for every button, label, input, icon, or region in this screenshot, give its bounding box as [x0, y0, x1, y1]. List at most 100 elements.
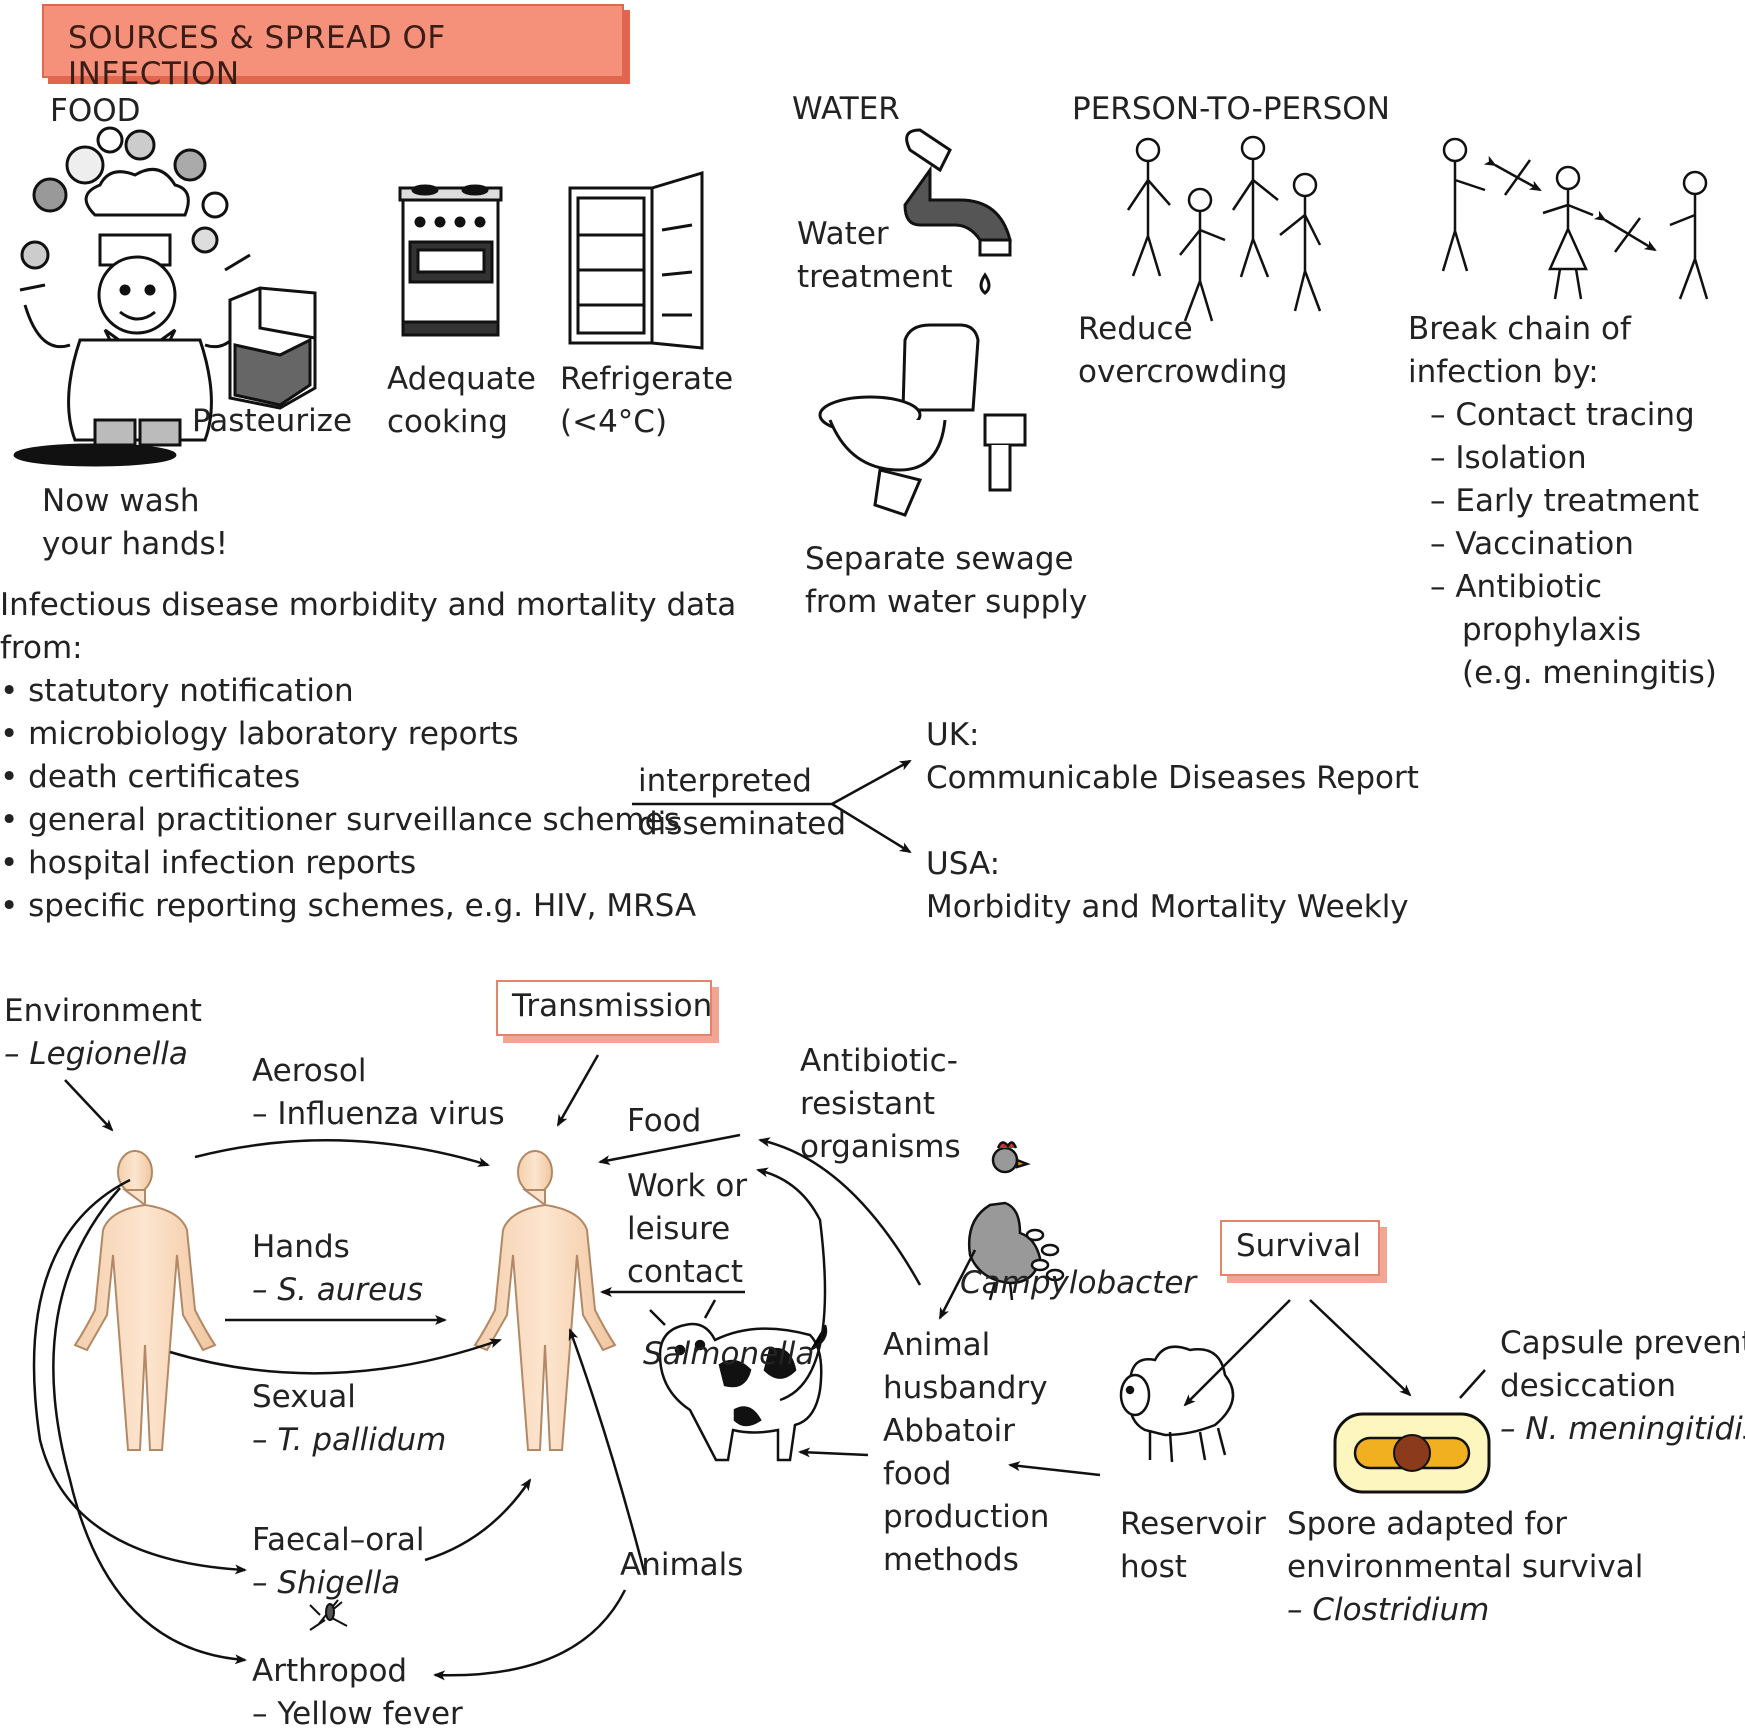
transmission-title: Transmission — [512, 988, 713, 1024]
toilet-illustration — [818, 323, 1027, 517]
data-source-item: • microbiology laboratory reports — [0, 716, 519, 752]
husbandry-label-6: methods — [883, 1542, 1019, 1578]
shigella-label: – Shigella — [252, 1565, 401, 1601]
data-source-item: • hospital infection reports — [0, 845, 417, 881]
chain-item: – Contact tracing — [1430, 397, 1695, 433]
chef-illustration — [13, 126, 252, 467]
work-label-2: leisure — [627, 1211, 731, 1247]
spore-capsule-illustration — [1333, 1412, 1491, 1494]
husbandry-label-2: husbandry — [883, 1370, 1048, 1406]
cooking-label-1: Adequate — [387, 361, 536, 397]
water-treatment-1: Water — [797, 216, 889, 252]
interpreted-label: interpreted — [638, 763, 812, 799]
chain-cont-1: prophylaxis — [1462, 612, 1642, 648]
overcrowding-label-2: overcrowding — [1078, 354, 1288, 390]
break-chain-figures — [1441, 137, 1709, 300]
capsule-pointer — [1459, 1369, 1486, 1399]
husbandry-label-1: Animal — [883, 1327, 991, 1363]
aerosol-label: Aerosol — [252, 1053, 367, 1089]
husbandry-label-4: food — [883, 1456, 952, 1492]
data-source-item: • specific reporting schemes, e.g. HIV, … — [0, 888, 697, 924]
antibiotic-label-2: resistant — [800, 1086, 936, 1122]
disseminated-label: disseminated — [638, 806, 847, 842]
header-title: SOURCES & SPREAD OF INFECTION — [68, 20, 446, 92]
chain-item: – Antibiotic — [1430, 569, 1603, 605]
sewage-label-1: Separate sewage — [805, 541, 1074, 577]
chain-item: – Isolation — [1430, 440, 1587, 476]
stove-illustration — [398, 184, 503, 337]
uk-report: Communicable Diseases Report — [926, 760, 1419, 796]
dissemination-arrows — [632, 759, 912, 854]
tpallidum-label: – T. pallidum — [252, 1422, 447, 1458]
influenza-label: – Influenza virus — [252, 1096, 505, 1132]
sheep-illustration — [1119, 1345, 1235, 1463]
usa-report: Morbidity and Mortality Weekly — [926, 889, 1409, 925]
chicken-illustration — [967, 1141, 1065, 1301]
wash-label-2: your hands! — [42, 526, 229, 562]
data-intro-2: from: — [0, 630, 83, 666]
person-heading: PERSON-TO-PERSON — [1072, 91, 1390, 127]
data-source-item: • death certificates — [0, 759, 301, 795]
capsule-label-2: desiccation — [1500, 1368, 1676, 1404]
capsule-label-1: Capsule prevents — [1500, 1325, 1745, 1361]
food-route-label: Food — [627, 1103, 702, 1139]
survival-box: Survival — [1220, 1220, 1380, 1276]
human-figure-left — [73, 1150, 217, 1451]
spore-label-2: environmental survival — [1287, 1549, 1644, 1585]
faecal-oral-label: Faecal–oral — [252, 1522, 425, 1558]
sewage-label-2: from water supply — [805, 584, 1088, 620]
overcrowding-figures — [1126, 135, 1322, 322]
survival-title: Survival — [1236, 1228, 1361, 1264]
wash-label-1: Now wash — [42, 483, 200, 519]
chain-item: – Vaccination — [1430, 526, 1634, 562]
yellow-fever-label: – Yellow fever — [252, 1696, 463, 1732]
chain-item: – Early treatment — [1430, 483, 1700, 519]
reservoir-label-2: host — [1120, 1549, 1187, 1585]
milk-carton-illustration — [228, 286, 317, 410]
water-heading: WATER — [792, 91, 900, 127]
food-heading: FOOD — [50, 93, 141, 129]
human-figure-right — [473, 1150, 617, 1451]
campylobacter-label: Campylobacter — [960, 1265, 1197, 1301]
cow-illustration — [649, 1299, 828, 1462]
refrigerate-label-1: Refrigerate — [560, 361, 734, 397]
husbandry-label-3: Abbatoir — [883, 1413, 1016, 1449]
hands-label: Hands — [252, 1229, 350, 1265]
chain-title-2: infection by: — [1408, 354, 1599, 390]
animals-label: Animals — [620, 1547, 744, 1583]
chain-title-1: Break chain of — [1408, 311, 1631, 347]
chain-cont-2: (e.g. meningitis) — [1462, 655, 1717, 691]
cooking-label-2: cooking — [387, 404, 508, 440]
work-label-3: contact — [627, 1254, 744, 1290]
antibiotic-label-1: Antibiotic- — [800, 1043, 958, 1079]
water-treatment-2: treatment — [797, 259, 953, 295]
data-source-item: • statutory notification — [0, 673, 354, 709]
pasteurize-label: Pasteurize — [192, 403, 353, 439]
environment-label: Environment — [4, 993, 202, 1029]
antibiotic-label-3: organisms — [800, 1129, 961, 1165]
reservoir-label-1: Reservoir — [1120, 1506, 1266, 1542]
legionella-label: – Legionella — [4, 1036, 188, 1072]
mosquito-icon — [309, 1599, 348, 1631]
usa-label: USA: — [926, 846, 1001, 882]
sexual-label: Sexual — [252, 1379, 356, 1415]
meningitidis-label: – N. meningitidis — [1500, 1411, 1745, 1447]
fridge-illustration — [568, 170, 704, 350]
transmission-box: Transmission — [496, 980, 712, 1036]
salmonella-label: Salmonella — [643, 1336, 815, 1372]
transmission-arrows — [32, 1054, 1412, 1681]
spore-label-1: Spore adapted for — [1287, 1506, 1568, 1542]
overcrowding-label-1: Reduce — [1078, 311, 1193, 347]
clostridium-label: – Clostridium — [1287, 1592, 1490, 1628]
arthropod-label: Arthropod — [252, 1653, 408, 1689]
section-header: SOURCES & SPREAD OF INFECTION — [42, 4, 624, 92]
data-intro-1: Infectious disease morbidity and mortali… — [0, 587, 737, 623]
saureus-label: – S. aureus — [252, 1272, 423, 1308]
uk-label: UK: — [926, 717, 980, 753]
refrigerate-label-2: (<4°C) — [560, 404, 668, 440]
husbandry-label-5: production — [883, 1499, 1050, 1535]
work-label-1: Work or — [627, 1168, 748, 1204]
data-source-item: • general practitioner surveillance sche… — [0, 802, 680, 838]
tap-illustration — [903, 128, 1012, 295]
